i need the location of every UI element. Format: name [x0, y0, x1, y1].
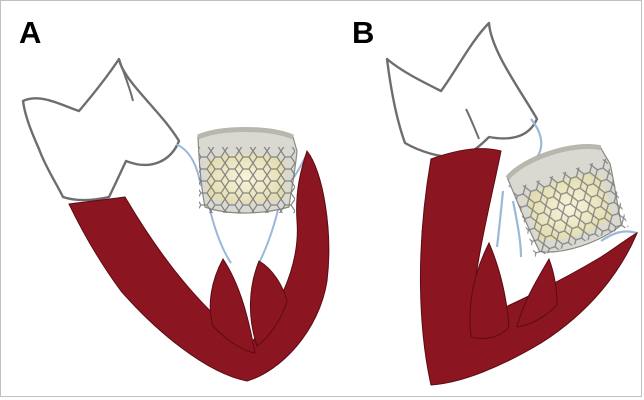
panel-label-b: B [352, 15, 373, 51]
panel-b-valve-prosthesis [504, 137, 631, 262]
panel-a-atrium-outline [23, 59, 179, 200]
panel-b-atrium-outline [387, 23, 537, 157]
panel-a-diagram [23, 59, 329, 381]
panel-label-a: A [19, 15, 40, 51]
panel-b-diagram [387, 23, 637, 385]
panel-a-valve-prosthesis [198, 130, 297, 214]
